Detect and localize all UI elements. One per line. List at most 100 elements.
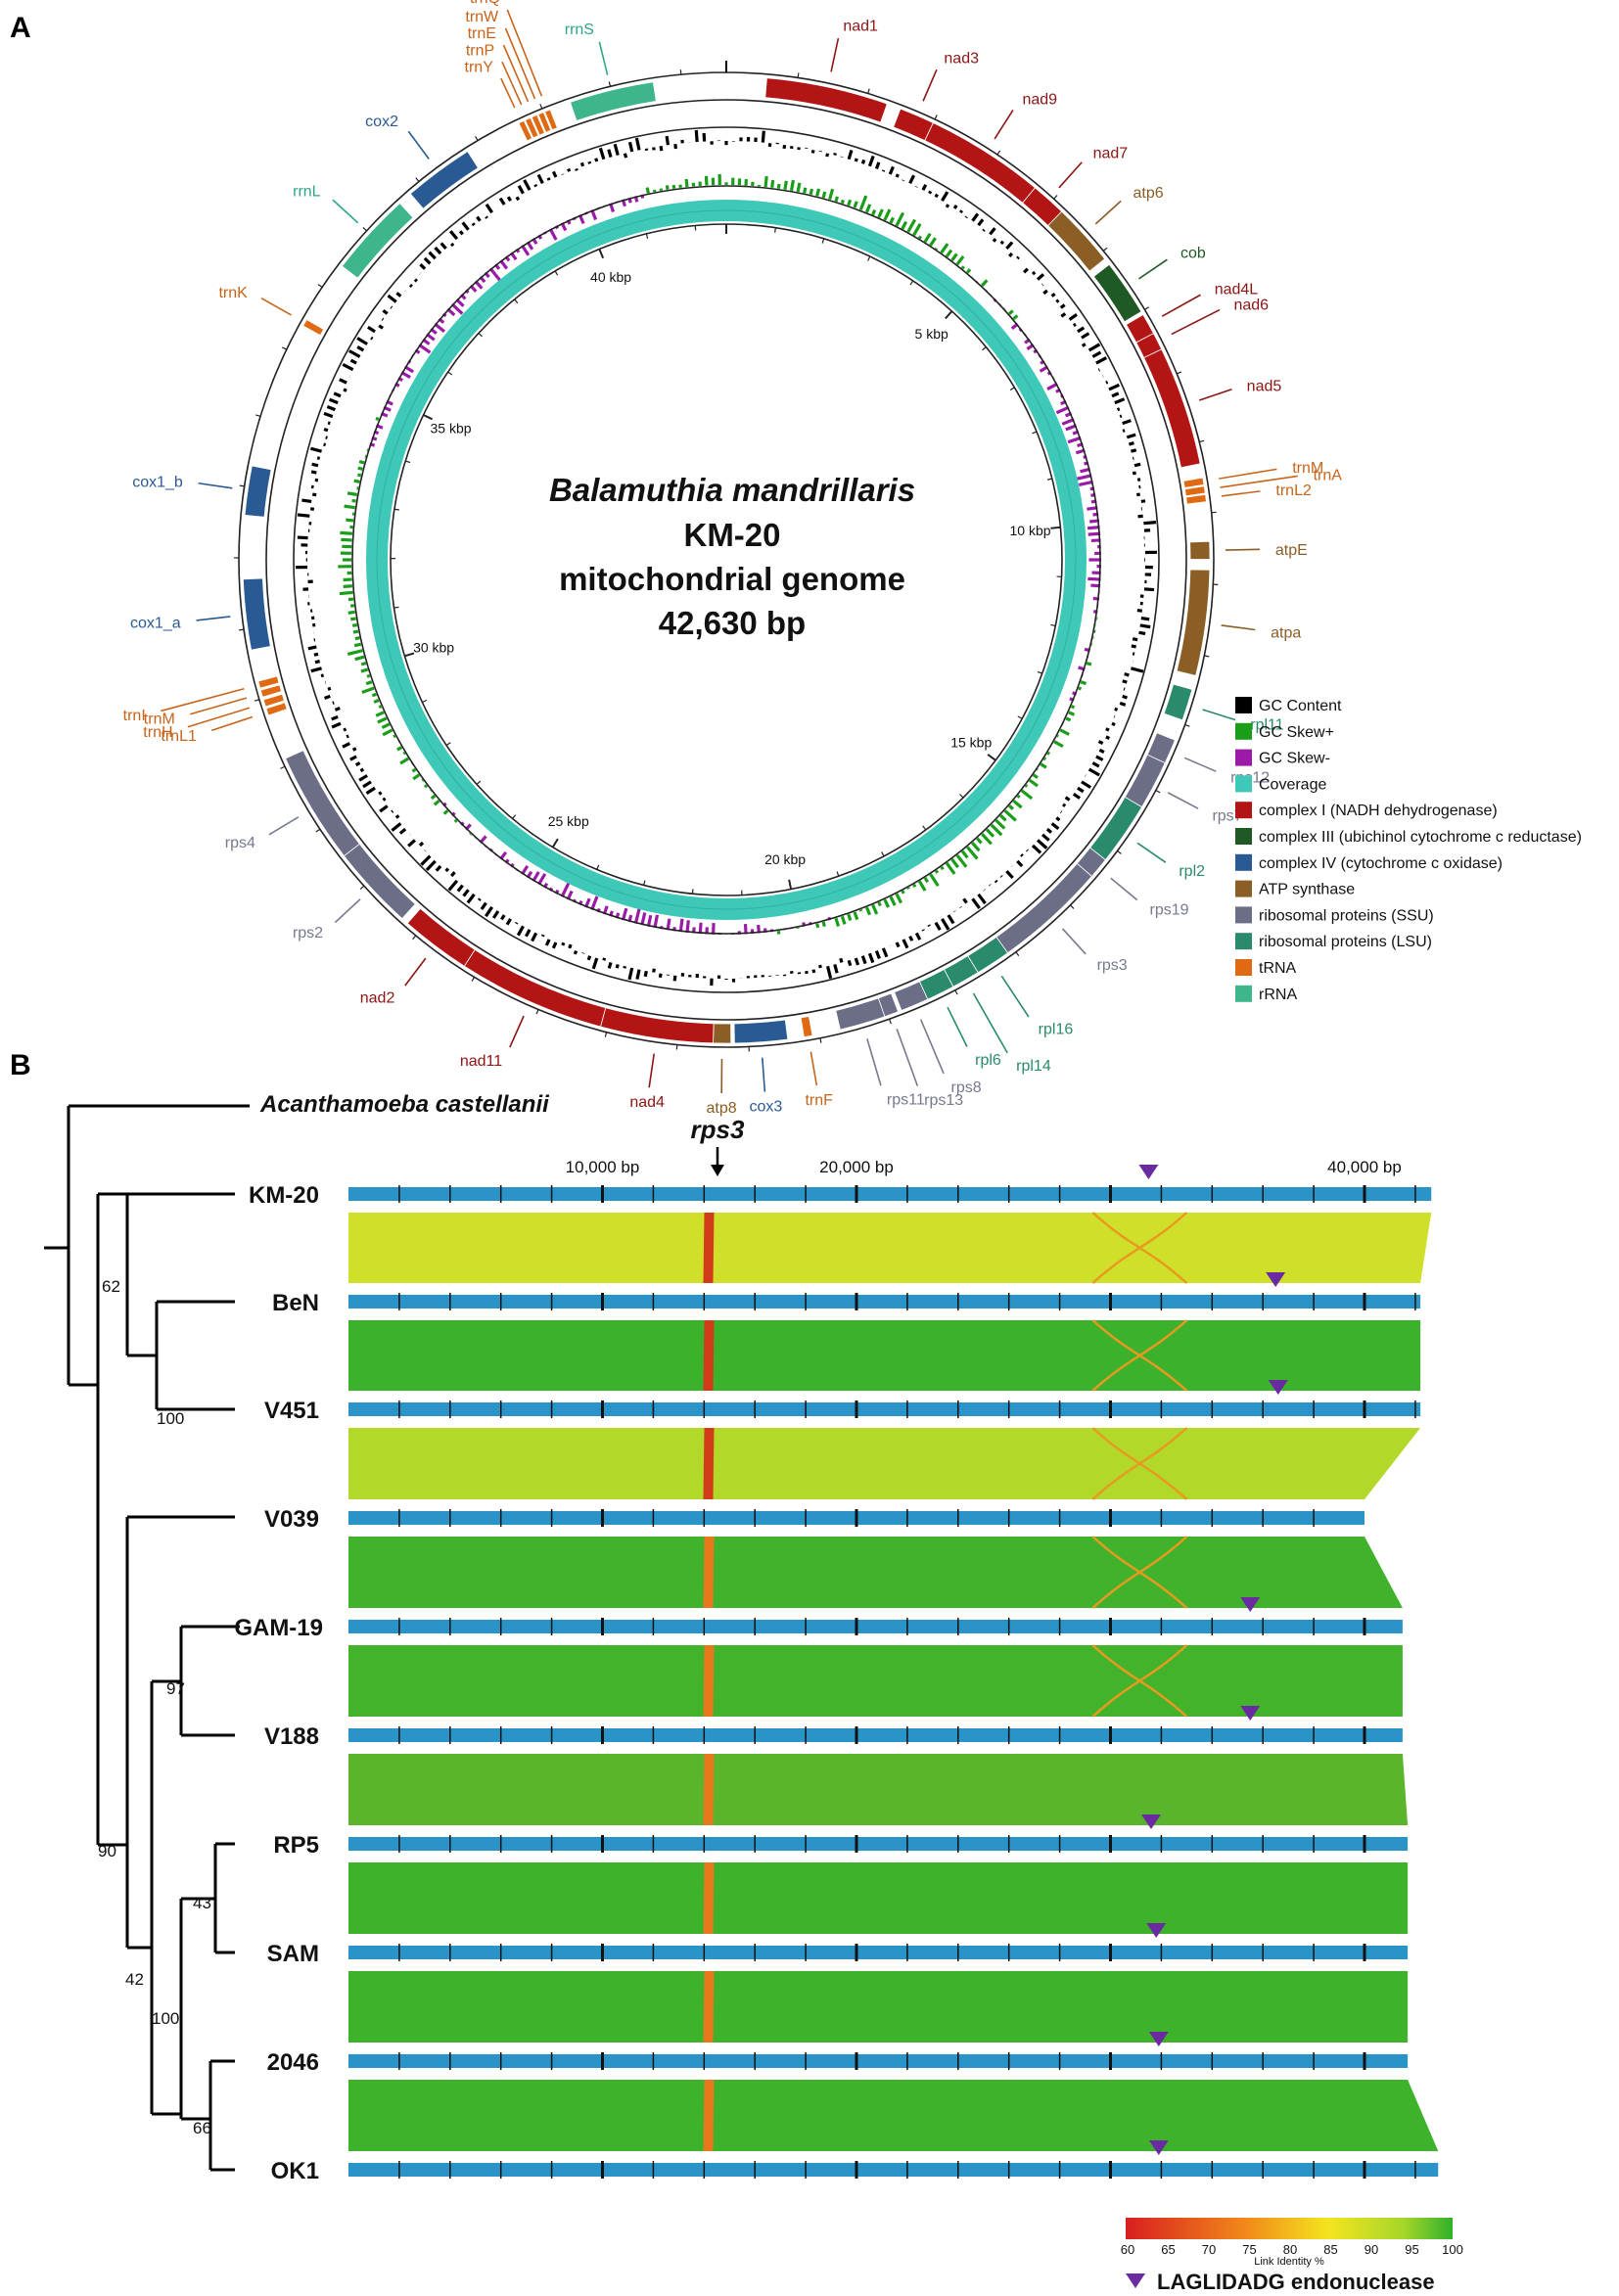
gc-content-bar xyxy=(1064,796,1071,802)
gc-skew-plus-bar xyxy=(357,466,363,471)
gene-atpa xyxy=(1176,569,1211,676)
gc-content-bar xyxy=(598,147,606,161)
kbp-minor-tick xyxy=(512,814,517,819)
legend-label: GC Content xyxy=(1259,698,1342,714)
gc-skew-plus-bar xyxy=(955,255,965,266)
gc-content-bar xyxy=(471,222,476,227)
gc-skew-plus-bar xyxy=(402,751,406,756)
kbp-minor-tick xyxy=(788,879,793,890)
gene-label-nad4: nad4 xyxy=(629,1094,665,1111)
kbp-minor-tick xyxy=(393,606,399,609)
gene-leader-nad2 xyxy=(404,957,427,987)
gc-skew-plus-bar xyxy=(883,208,892,221)
gc-content-bar xyxy=(1119,701,1127,707)
gene-label-trnE: trnE xyxy=(468,25,496,42)
gc-content-bar xyxy=(1005,869,1014,880)
gene-trnI xyxy=(257,675,280,689)
gc-content-bar xyxy=(928,190,933,195)
gc-skew-plus-bar xyxy=(906,887,910,891)
gc-skew-minus-bar xyxy=(488,267,502,282)
gc-content-bar xyxy=(456,884,464,893)
gc-content-bar xyxy=(1031,844,1042,854)
gc-content-bar xyxy=(425,859,437,872)
kbp-minor-tick xyxy=(1032,431,1038,435)
gc-content-bar xyxy=(672,975,677,982)
gc-skew-plus-bar xyxy=(423,784,429,789)
gc-content-bar xyxy=(1077,786,1085,794)
strain-label-KM-20: KM-20 xyxy=(249,1182,319,1209)
gc-content-bar xyxy=(428,251,437,260)
kbp-tick-label: 5 kbp xyxy=(915,326,948,342)
gene-leader-trnF xyxy=(810,1051,818,1086)
gc-skew-plus-bar xyxy=(360,662,367,666)
gc-content-bar xyxy=(367,325,376,334)
gc-skew-minus-bar xyxy=(418,344,432,354)
outer-tick xyxy=(1144,306,1149,310)
gc-content-bar xyxy=(982,228,986,232)
gc-content-bar xyxy=(1126,433,1136,439)
gc-content-bar xyxy=(343,727,347,732)
gc-skew-minus-bar xyxy=(633,908,641,925)
legend-label: complex III (ubichinol cytochrome c redu… xyxy=(1259,829,1582,846)
gc-skew-plus-bar xyxy=(399,757,410,765)
kbp-minor-tick xyxy=(945,310,953,320)
gc-skew-plus-bar xyxy=(981,279,989,287)
gene-leader-trnY xyxy=(500,77,516,109)
gene-trnQ xyxy=(544,109,558,131)
gc-content-bar xyxy=(665,135,671,146)
gene-ring-inner xyxy=(265,99,1187,1021)
gc-content-bar xyxy=(314,478,319,482)
gene-label-nad2: nad2 xyxy=(360,989,395,1006)
gc-content-bar xyxy=(627,141,634,153)
gc-content-bar xyxy=(307,645,317,651)
gc-skew-plus-bar xyxy=(934,247,939,251)
gene-trnF xyxy=(800,1015,813,1038)
gc-content-bar xyxy=(934,193,939,199)
gc-skew-plus-bar xyxy=(347,649,363,656)
gene-leader-rps13 xyxy=(896,1029,919,1086)
bootstrap-value: 66 xyxy=(193,2119,211,2137)
rps3-label: rps3 xyxy=(691,1115,745,1144)
gc-content-bar xyxy=(1081,343,1087,347)
kbp-tick-label: 30 kbp xyxy=(413,639,454,655)
gc-content-bar xyxy=(359,767,365,773)
gc-content-bar xyxy=(1122,679,1128,684)
gc-content-bar xyxy=(999,240,1005,246)
gc-content-bar xyxy=(971,897,981,909)
gene-leader-trnM xyxy=(1219,468,1277,480)
gene-leader-nad9 xyxy=(994,109,1014,140)
gc-content-bar xyxy=(516,925,525,937)
genome-bar-V188 xyxy=(348,1728,1403,1742)
gc-skew-minus-bar xyxy=(590,895,599,911)
gene-trnY xyxy=(518,119,533,142)
bp-axis-label: 20,000 bp xyxy=(819,1158,894,1176)
gene-label-atpa: atpa xyxy=(1271,624,1301,641)
gc-content-bar xyxy=(326,405,337,412)
gene-label-nad9: nad9 xyxy=(1022,92,1057,109)
synteny-link xyxy=(348,1754,1409,1825)
endonuclease-marker xyxy=(1240,1706,1261,1721)
genome-title-subtitle: mitochondrial genome xyxy=(559,561,905,597)
outer-tick xyxy=(1015,951,1020,957)
gene-label-trnL1: trnL1 xyxy=(161,728,197,745)
gc-skew-plus-bar xyxy=(847,913,853,922)
gc-content-bar xyxy=(895,941,901,948)
kbp-ring-inner xyxy=(390,223,1063,896)
gc-skew-plus-bar xyxy=(1024,784,1029,788)
gc-content-bar xyxy=(379,804,389,813)
kbp-tick-label: 35 kbp xyxy=(431,420,472,436)
gc-content-bar xyxy=(921,929,925,932)
gc-content-bar xyxy=(992,238,997,243)
gc-skew-plus-bar xyxy=(1012,799,1023,809)
kbp-minor-tick xyxy=(1037,670,1042,674)
gc-content-bar xyxy=(994,879,998,884)
gc-content-bar xyxy=(602,957,607,961)
gene-trnM xyxy=(1182,477,1205,488)
gc-skew-plus-bar xyxy=(828,188,835,201)
gene-trnM xyxy=(259,684,282,698)
gene-nad5 xyxy=(1143,348,1201,469)
gene-rrnL xyxy=(341,203,414,279)
